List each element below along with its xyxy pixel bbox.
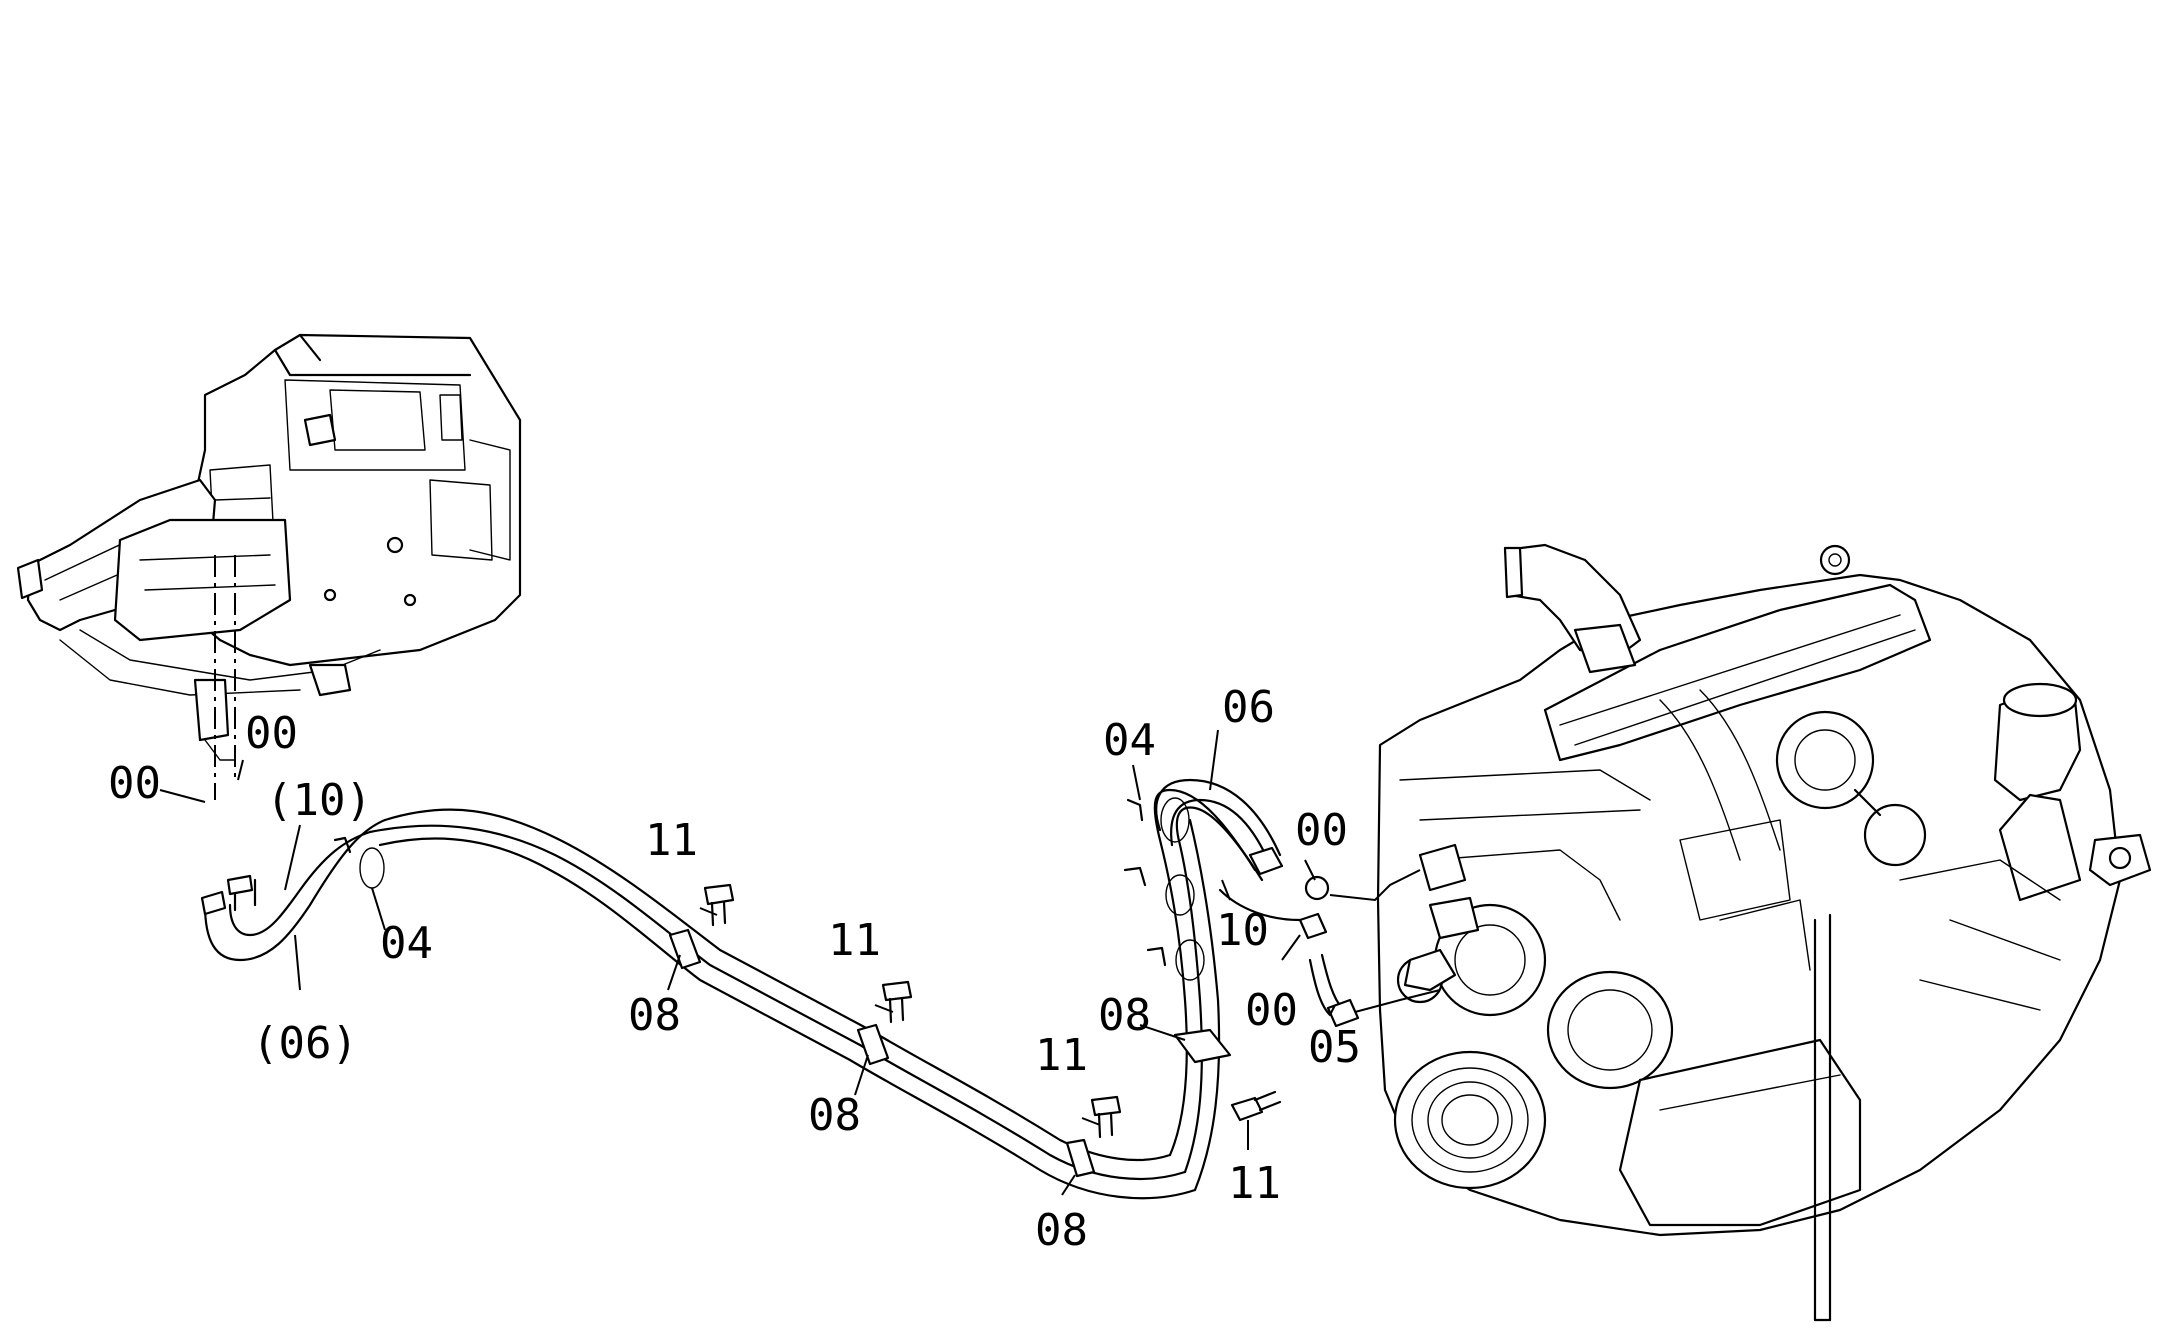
callout-11-b: 11 [828, 915, 881, 966]
callout-11-d: 11 [1228, 1158, 1281, 1209]
callout-05: 05 [1308, 1022, 1361, 1073]
callout-00-left: 00 [108, 758, 161, 809]
callout-08-a: 08 [628, 990, 681, 1041]
bolt-3 [1090, 1095, 1122, 1139]
callout-00-upper: 00 [245, 708, 298, 759]
heater-unit-illustration [16, 333, 522, 800]
callout-11-c: 11 [1035, 1030, 1088, 1081]
callout-06-paren: (06) [252, 1018, 358, 1069]
callout-10-paren: (10) [266, 775, 372, 826]
callout-04-left: 04 [380, 918, 433, 969]
bolt-4 [1230, 1090, 1282, 1122]
callout-04-right: 04 [1103, 715, 1156, 766]
callout-06-right: 06 [1222, 682, 1275, 733]
callout-00-right-lower: 00 [1245, 985, 1298, 1036]
callout-11-a: 11 [645, 815, 698, 866]
heater-hose-assembly [159, 729, 1441, 1200]
callout-00-right-upper: 00 [1295, 805, 1348, 856]
engine-illustration [1376, 543, 2152, 1322]
callout-08-c: 08 [1035, 1205, 1088, 1256]
bolt-2 [881, 980, 913, 1024]
callout-10-right: 10 [1216, 905, 1269, 956]
bolt-1 [703, 883, 735, 927]
callout-08-d: 08 [1098, 990, 1151, 1041]
callout-08-b: 08 [808, 1090, 861, 1141]
